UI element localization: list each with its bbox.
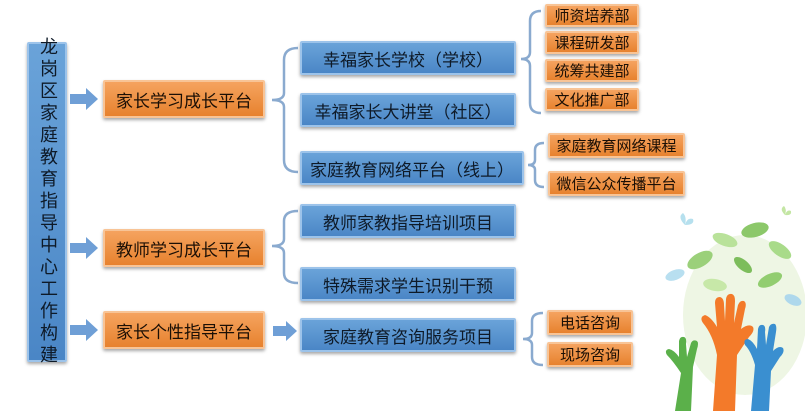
phone-consulting-label: 电话咨询 xyxy=(559,314,620,332)
arrow-root-to-platform-1 xyxy=(70,88,98,110)
wechat-platform: 微信公众传播平台 xyxy=(548,171,685,196)
node-teacher-training: 教师家教指导培训项目 xyxy=(300,204,516,238)
arrow-root-to-platform-2 xyxy=(70,237,98,259)
node-special-needs: 特殊需求学生识别干预 xyxy=(300,267,516,301)
brace-platform-1 xyxy=(271,46,299,174)
platform-parent-learning: 家长学习成长平台 xyxy=(103,80,265,118)
node-happy-parent-school: 幸福家长学校（学校） xyxy=(300,41,516,75)
dept-coordination: 统筹共建部 xyxy=(545,59,639,82)
onsite-consulting: 现场咨询 xyxy=(547,342,633,367)
brace-online-subitems xyxy=(527,141,545,189)
phone-consulting: 电话咨询 xyxy=(547,310,633,335)
dept-teacher-training-label: 师资培养部 xyxy=(554,7,630,25)
dept-curriculum: 课程研发部 xyxy=(545,31,639,54)
platform-teacher-learning-label: 教师学习成长平台 xyxy=(116,240,252,261)
online-course: 家庭教育网络课程 xyxy=(548,133,685,158)
node-consulting-service-label: 家庭教育咨询服务项目 xyxy=(323,327,493,348)
dept-culture: 文化推广部 xyxy=(545,88,639,111)
platform-teacher-learning: 教师学习成长平台 xyxy=(103,229,265,267)
node-special-needs-label: 特殊需求学生识别干预 xyxy=(323,276,493,297)
node-happy-parent-school-label: 幸福家长学校（学校） xyxy=(323,50,493,71)
platform-parent-guidance-label: 家长个性指导平台 xyxy=(116,322,252,343)
wechat-platform-label: 微信公众传播平台 xyxy=(556,175,677,193)
platform-parent-learning-label: 家长学习成长平台 xyxy=(116,91,252,112)
brace-school-departments xyxy=(520,9,542,115)
platform-parent-guidance: 家长个性指导平台 xyxy=(103,311,265,349)
brace-consulting-subitems xyxy=(522,311,544,367)
dept-curriculum-label: 课程研发部 xyxy=(554,34,630,52)
dept-coordination-label: 统筹共建部 xyxy=(554,62,630,80)
node-parent-lecture-hall-label: 幸福家长大讲堂（社区） xyxy=(314,102,502,123)
root-label: 龙岗区家庭教育指导中心工作构建 xyxy=(37,37,58,367)
hands-tree-illustration xyxy=(665,206,805,411)
online-course-label: 家庭教育网络课程 xyxy=(556,137,677,155)
dept-culture-label: 文化推广部 xyxy=(554,91,630,109)
node-parent-lecture-hall: 幸福家长大讲堂（社区） xyxy=(300,93,516,127)
arrow-root-to-platform-3 xyxy=(70,319,98,341)
brace-platform-2 xyxy=(271,209,299,285)
arrow-platform-3-to-consulting xyxy=(273,321,297,341)
root-node: 龙岗区家庭教育指导中心工作构建 xyxy=(27,37,67,367)
node-online-platform: 家庭教育网络平台（线上） xyxy=(300,151,524,185)
onsite-consulting-label: 现场咨询 xyxy=(559,346,620,364)
node-online-platform-label: 家庭教育网络平台（线上） xyxy=(310,160,514,181)
dept-teacher-training: 师资培养部 xyxy=(545,4,639,27)
node-teacher-training-label: 教师家教指导培训项目 xyxy=(323,213,493,234)
node-consulting-service: 家庭教育咨询服务项目 xyxy=(300,318,516,352)
